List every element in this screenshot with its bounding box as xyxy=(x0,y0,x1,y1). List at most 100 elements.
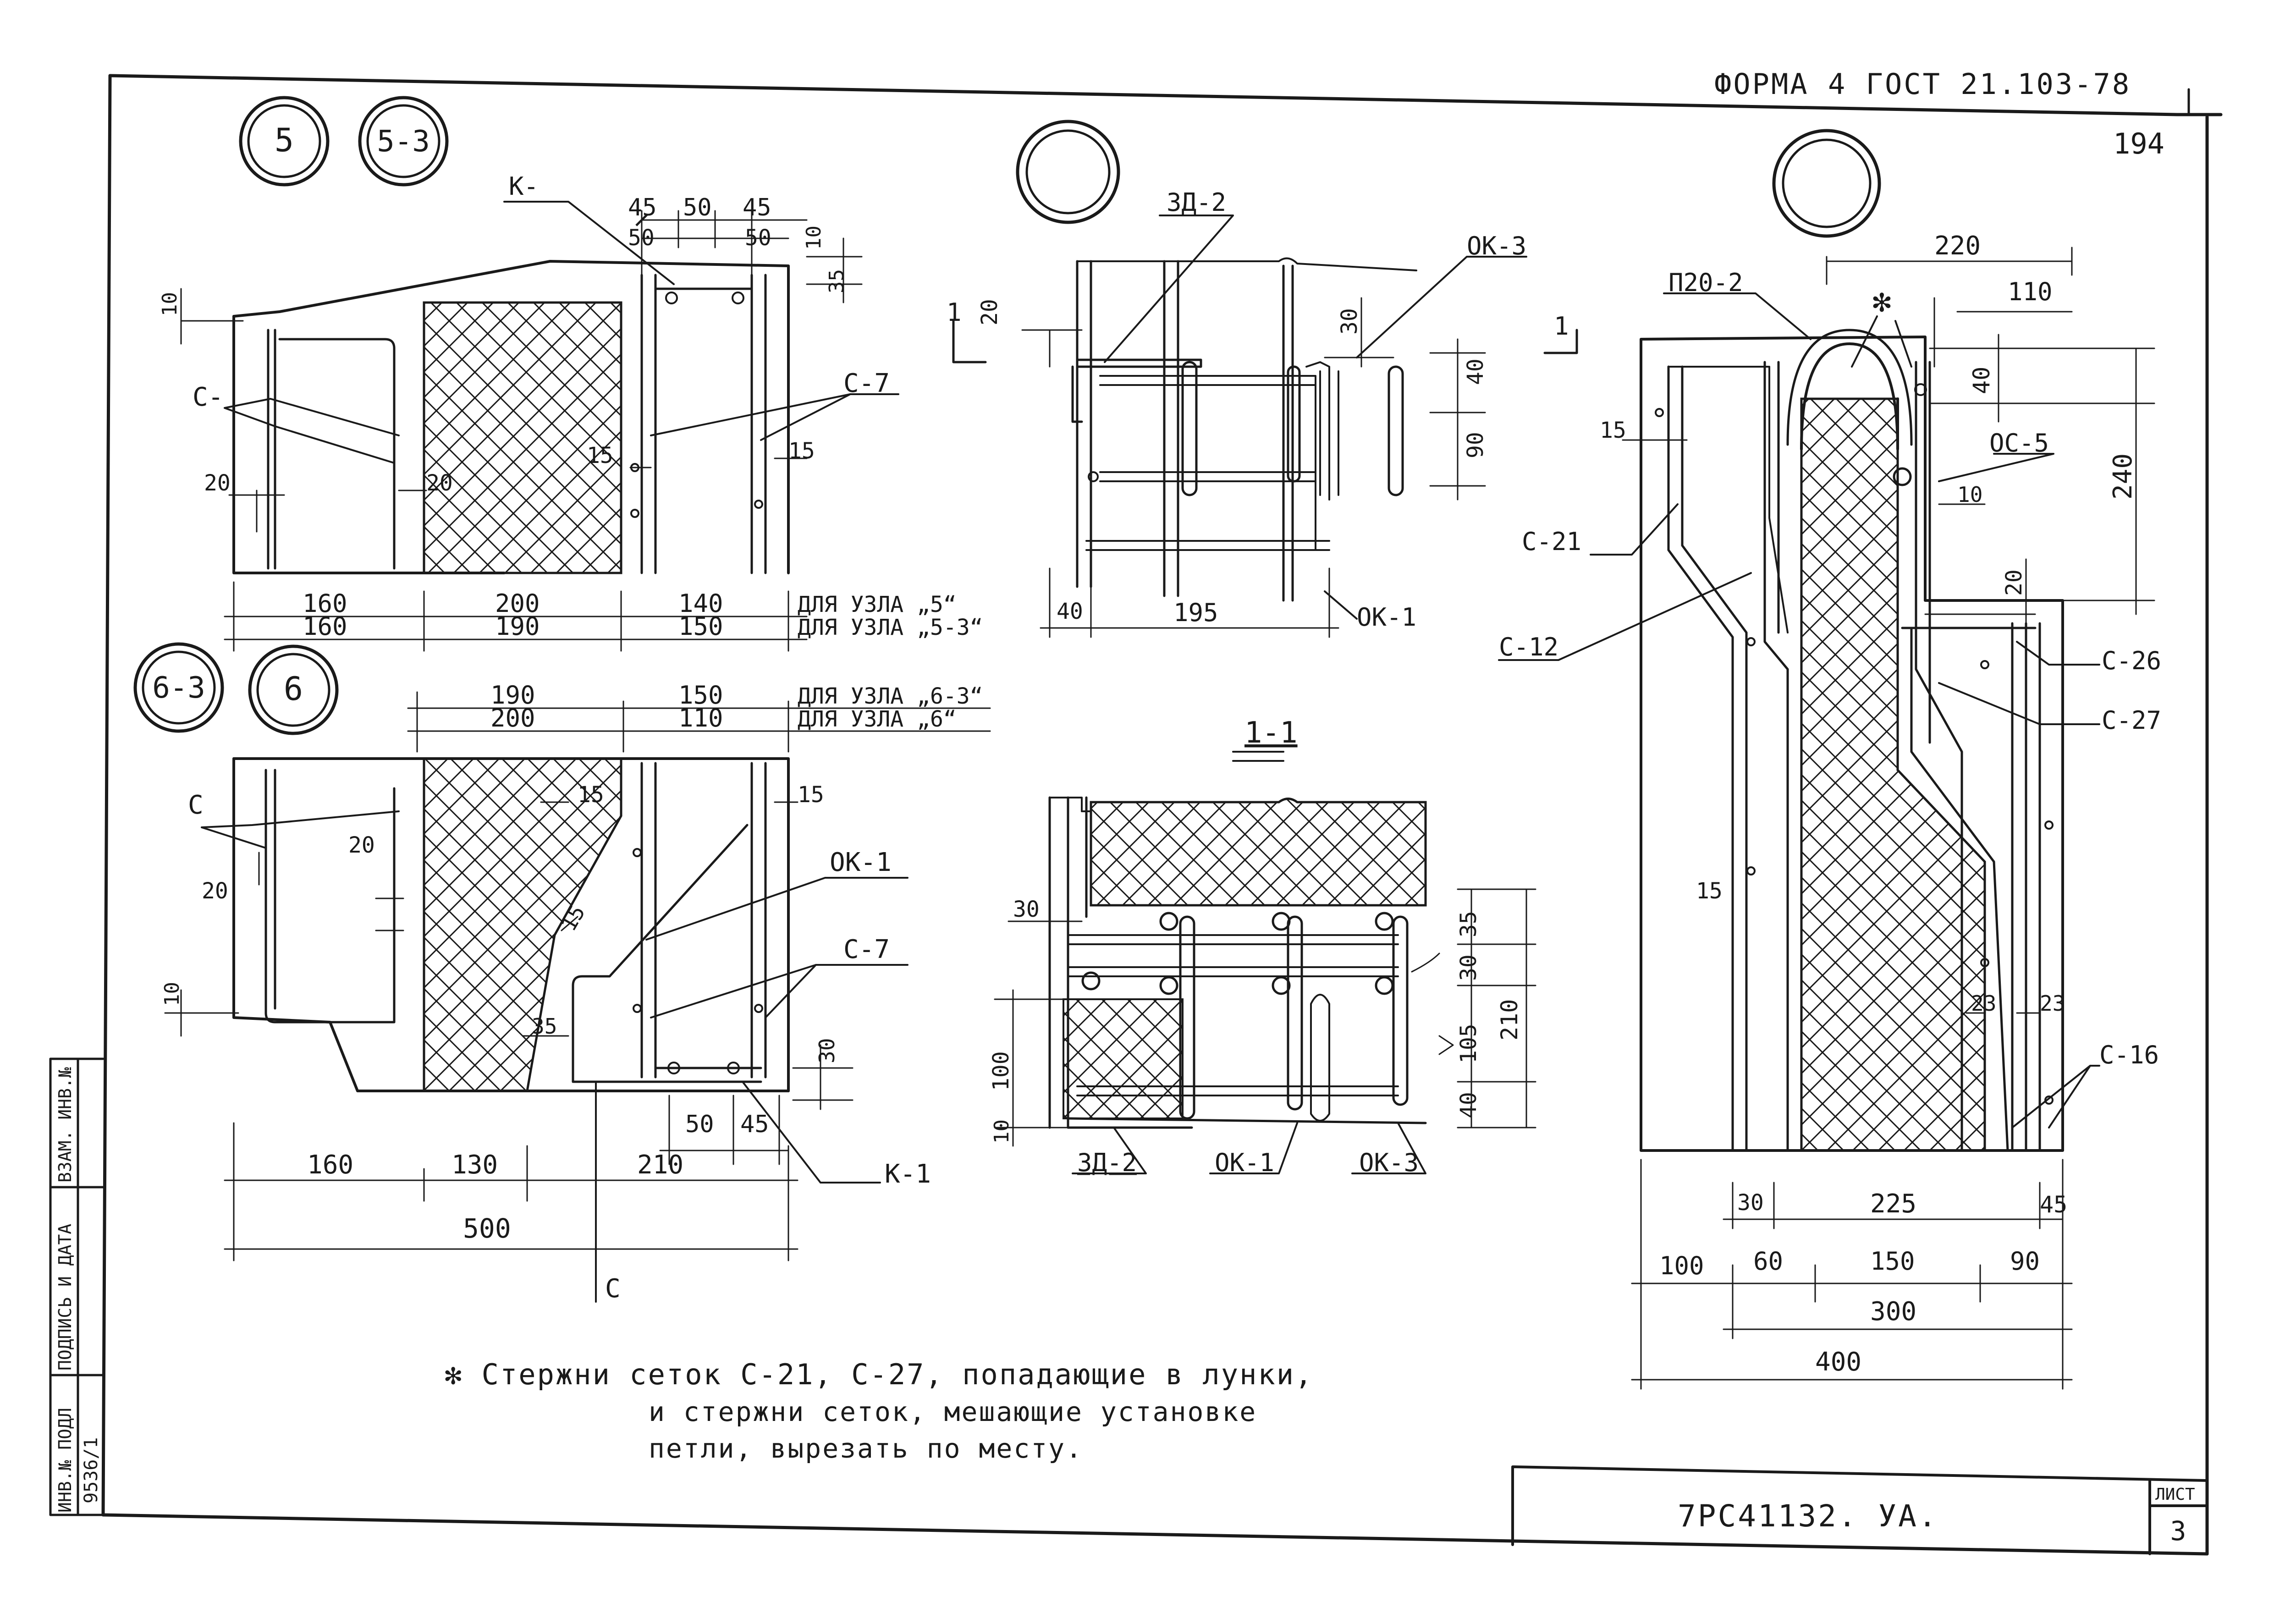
dim-100-sec: 100 xyxy=(988,1051,1014,1091)
dim-35-bl: 35 xyxy=(532,1014,557,1039)
dim-30-bl: 30 xyxy=(815,1038,839,1063)
dim-40-top-mid: 40 xyxy=(1463,358,1488,385)
node-circle-blank-mid xyxy=(1016,120,1120,224)
label-k1-bl: К-1 xyxy=(885,1159,931,1189)
dim-20-top-mid: 20 xyxy=(977,299,1002,325)
row-6-dim-1: 110 xyxy=(678,704,723,732)
label-oc5: ОС-5 xyxy=(1989,429,2049,457)
insulation-hatch-4 xyxy=(1800,397,1986,1152)
dim-30-right: 30 xyxy=(1737,1190,1764,1216)
label-c26: С-26 xyxy=(2102,646,2161,675)
label-ok1-sec: ОК-1 xyxy=(1215,1148,1274,1177)
page-number: 194 xyxy=(2113,127,2164,160)
label-p20: П20-2 xyxy=(1668,268,1743,297)
cut-1-right: 1 xyxy=(1554,312,1569,341)
insulation-hatch-2 xyxy=(423,757,622,1092)
dim-110: 110 xyxy=(2008,277,2053,306)
dim-30-top-mid: 30 xyxy=(1337,308,1362,335)
row1-dim-1: 200 xyxy=(495,589,540,618)
side-stamp xyxy=(49,1057,105,1516)
dim-90-right: 90 xyxy=(2010,1247,2040,1276)
label-ok1-top: ОК-1 xyxy=(1357,603,1416,632)
row2-note: ДЛЯ УЗЛА „5-3“ xyxy=(798,615,983,640)
stamp-inv-podl: ИНВ.№ ПОДЛ xyxy=(55,1408,75,1513)
dim-15-right-b: 15 xyxy=(1696,878,1723,904)
dim-50-bl: 50 xyxy=(685,1111,714,1138)
dim-23-b: 23 xyxy=(2040,991,2065,1016)
dim-15-bl-a: 15 xyxy=(578,782,604,808)
dim-150-right: 150 xyxy=(1870,1247,1915,1276)
dim-50a: 50 xyxy=(683,194,712,221)
note-line-3: петли, вырезать по месту. xyxy=(649,1433,1083,1464)
dim-20a: 20 xyxy=(204,470,231,496)
dim-20-bl-a: 20 xyxy=(348,832,375,858)
row2-dim-0: 160 xyxy=(303,612,347,641)
dim-20-bl-b: 20 xyxy=(202,878,228,904)
dim-30b-sec: 30 xyxy=(1456,954,1481,981)
dim-10-sec: 10 xyxy=(990,1119,1013,1144)
view-top-mid xyxy=(952,215,1578,638)
asterisk-mark: ✻ xyxy=(1872,283,1891,319)
row1-note: ДЛЯ УЗЛА „5“ xyxy=(798,592,957,617)
title-code: 7РС41132. УА. xyxy=(1678,1498,1938,1534)
section-1-1 xyxy=(994,751,1536,1174)
dim-130-bl: 130 xyxy=(451,1150,498,1180)
node-label-6-3: 6-3 xyxy=(152,671,205,705)
stamp-value: 9536/1 xyxy=(81,1437,102,1504)
stamp-signature-date: ПОДПИСЬ И ДАТА xyxy=(55,1224,75,1371)
title-block xyxy=(1511,1465,2208,1555)
row-6-dim-0: 200 xyxy=(490,704,535,732)
dim-240: 240 xyxy=(2108,453,2138,500)
label-c-bl: С xyxy=(188,790,204,820)
form-label: ФОРМА 4 ГОСТ 21.103-78 xyxy=(1714,67,2131,101)
node-circle-6: 6 xyxy=(248,644,339,735)
dim-50b: 50 xyxy=(628,225,655,251)
dim-10-right: 10 xyxy=(1957,482,1982,507)
dim-35-top: 35 xyxy=(825,269,848,293)
label-zd2-top: ЗД-2 xyxy=(1167,188,1226,217)
view-right xyxy=(1498,247,2155,1390)
node-label-6: 6 xyxy=(284,670,303,708)
dim-400-right: 400 xyxy=(1815,1347,1861,1377)
dim-20b: 20 xyxy=(426,470,453,496)
dim-105-sec: 105 xyxy=(1456,1024,1481,1063)
dim-210-bl: 210 xyxy=(637,1150,683,1180)
dim-60-right: 60 xyxy=(1753,1247,1783,1276)
label-k: К- xyxy=(509,172,539,201)
label-ok3-top: ОК-3 xyxy=(1467,231,1526,260)
dim-100-right: 100 xyxy=(1659,1251,1704,1280)
view-bottom-left xyxy=(164,691,991,1303)
label-c12: С-12 xyxy=(1499,633,1558,661)
sheet-frame xyxy=(101,74,2223,1556)
note-line-1: ✻ Стержни сеток С-21, С-27, попадающие в… xyxy=(445,1358,1313,1391)
row-6-note: ДЛЯ УЗЛА „6“ xyxy=(798,706,957,732)
embedded-part-hatch xyxy=(1063,998,1184,1119)
dim-195-mid: 195 xyxy=(1173,598,1218,627)
dim-45-bl: 45 xyxy=(740,1111,769,1138)
dim-23-a: 23 xyxy=(1971,991,1996,1016)
node-label-5-3: 5-3 xyxy=(377,125,430,159)
label-ok1-bl: ОК-1 xyxy=(830,848,892,877)
cut-1-left: 1 xyxy=(947,298,962,327)
label-c27: С-27 xyxy=(2102,706,2161,735)
node-circle-6-3: 6-3 xyxy=(133,642,224,733)
dim-10-left: 10 xyxy=(158,292,182,316)
dim-10-top: 10 xyxy=(802,226,826,250)
row-6-3-note: ДЛЯ УЗЛА „6-3“ xyxy=(798,683,983,709)
sheet-label: ЛИСТ xyxy=(2155,1485,2195,1504)
dim-45b: 45 xyxy=(743,194,771,221)
dim-30-sec: 30 xyxy=(1013,897,1040,922)
row2-dim-1: 190 xyxy=(495,612,540,641)
row1-dim-2: 140 xyxy=(678,589,723,618)
dim-500-bl: 500 xyxy=(463,1213,511,1244)
dim-225: 225 xyxy=(1870,1189,1916,1219)
view-top-left xyxy=(180,201,899,652)
dim-300-right: 300 xyxy=(1870,1297,1916,1327)
label-c21: С-21 xyxy=(1522,527,1581,556)
dim-15-right-a: 15 xyxy=(1600,418,1626,443)
node-circle-5: 5 xyxy=(239,96,330,187)
label-c7: С-7 xyxy=(843,369,890,398)
dim-45a: 45 xyxy=(628,194,657,221)
label-c-bottom: С xyxy=(605,1274,621,1304)
label-c7-bl: С-7 xyxy=(843,935,890,964)
